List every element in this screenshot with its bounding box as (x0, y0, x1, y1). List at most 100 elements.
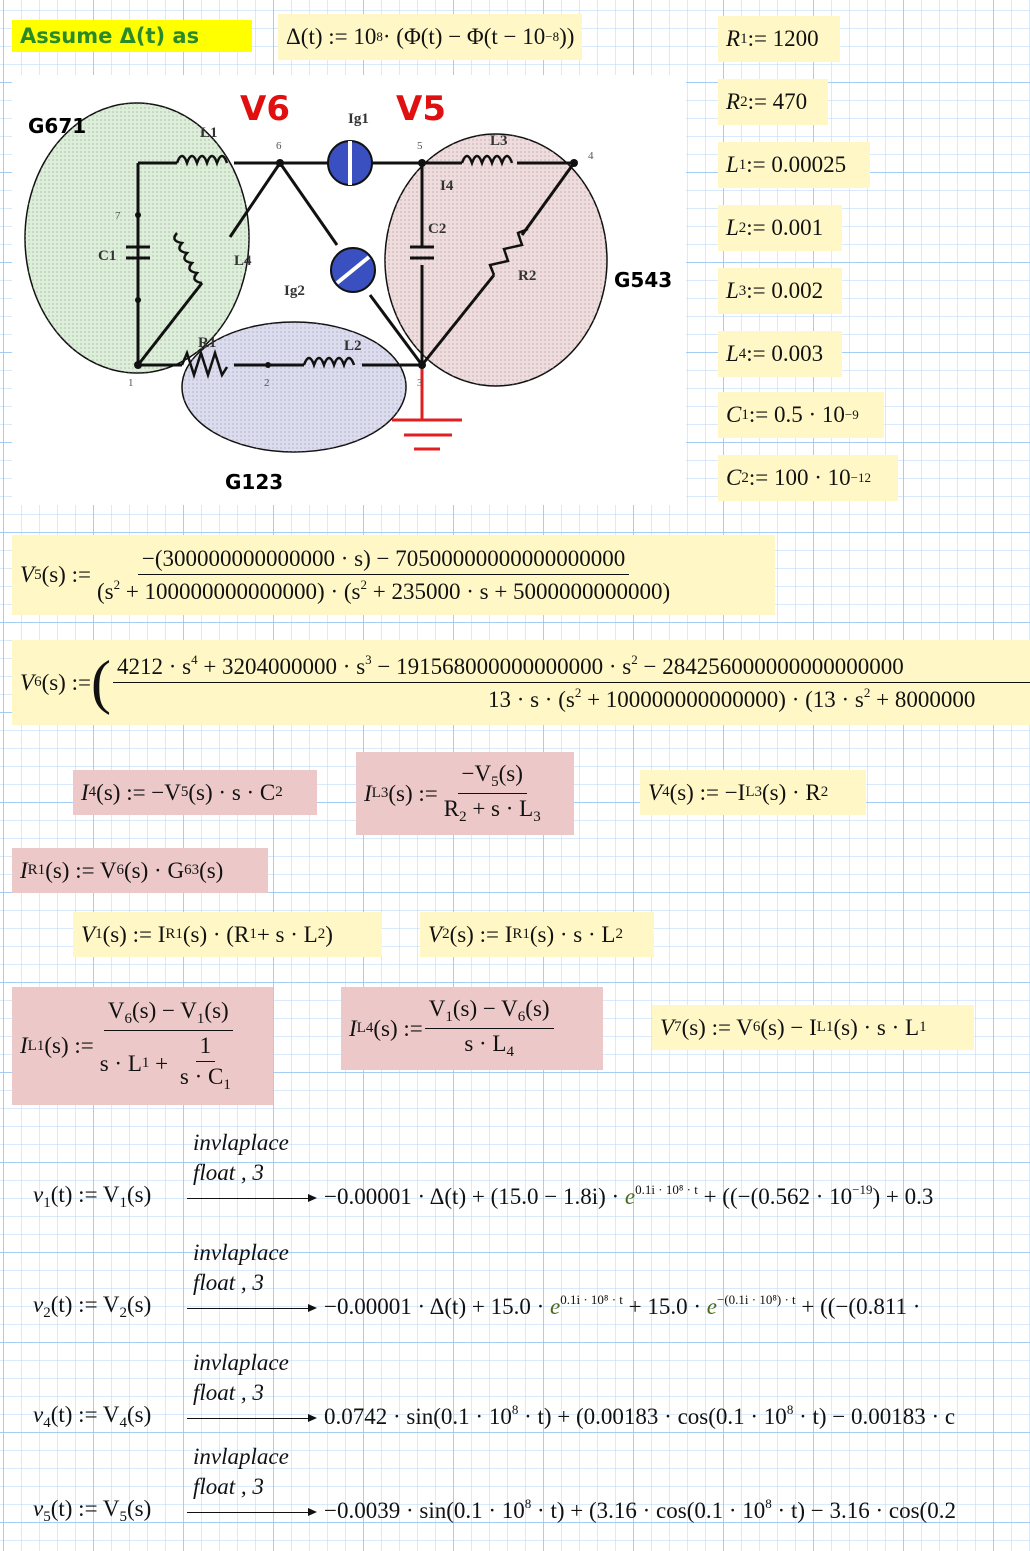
n: + 3204000000 · s (197, 654, 366, 679)
t: V (660, 1014, 675, 1040)
label-r2: R2 (518, 268, 536, 284)
exp: 2 (863, 685, 871, 700)
result-rhs: 0.0742 · sin(0.1 · 108 · t) + (0.00183 ·… (324, 1402, 955, 1430)
label-l1: L1 (200, 125, 218, 141)
label-c2: C2 (428, 221, 446, 237)
sub: 6 (752, 1019, 761, 1035)
symbolic-arrow-icon (187, 1304, 317, 1312)
t: + s · L (256, 921, 318, 947)
t: V (81, 921, 96, 947)
t: · t) + (3.16 · cos(0.1 · 10 (531, 1498, 766, 1523)
t: (s) := I (449, 921, 513, 947)
t: + s · L (466, 796, 534, 821)
d: + 8000000 (870, 687, 976, 712)
exp: 8 (376, 29, 383, 44)
sub: 2 (740, 93, 748, 110)
symbolic-arrow-icon (187, 1194, 317, 1202)
label-g671: G671 (28, 114, 86, 138)
d: (s (96, 578, 114, 604)
sub: 4 (506, 1044, 514, 1060)
param-value: := 0.003 (746, 341, 824, 366)
param-value: := 0.001 (746, 215, 824, 240)
t: (s) · R (762, 779, 821, 805)
v: V (20, 562, 35, 587)
exp: 2 (574, 685, 582, 700)
sub: 1 (741, 406, 749, 423)
t: s · L (464, 1031, 507, 1056)
t: (t) := V (50, 1402, 120, 1427)
t: −0.0039 · sin(0.1 · 10 (324, 1498, 525, 1523)
label-g543: G543 (614, 268, 672, 292)
node-2: 2 (264, 377, 270, 389)
t: · t) − 0.00183 · c (793, 1404, 956, 1429)
param-name: R (726, 26, 741, 51)
t: V (428, 996, 446, 1021)
invlaplace-keyword: invlaplace (193, 1350, 289, 1375)
exp: 8 (511, 1402, 519, 1417)
t: (s) (204, 998, 229, 1023)
symbolic-arrow-icon (187, 1414, 317, 1422)
result-lhs: v4(t) := V4(s) (33, 1402, 151, 1432)
sub: 5 (491, 774, 499, 790)
sub: 4 (119, 1415, 127, 1431)
n: 4212 · s (116, 654, 192, 679)
node-7: 7 (115, 210, 121, 222)
label-c1: C1 (98, 248, 116, 264)
param-name: C (726, 465, 742, 490)
param-value: := 470 (747, 89, 808, 114)
t: (s) (525, 996, 550, 1021)
sub: L1 (816, 1019, 834, 1035)
sub: L3 (371, 785, 389, 801)
sub: 1 (119, 1195, 127, 1211)
node-5: 5 (417, 140, 423, 152)
label-g123: G123 (225, 470, 283, 494)
t: (s) · (R (182, 921, 250, 947)
t: −V (461, 761, 492, 786)
exp: 8 (786, 1402, 794, 1417)
t: v (33, 1182, 44, 1207)
t: (s) · s · L (833, 1014, 920, 1040)
exp: 0.1i · 10⁸ · t (560, 1292, 623, 1307)
param-value: := 0.002 (746, 278, 824, 303)
label-ig2: Ig2 (284, 283, 305, 299)
exp: −(0.1i · 10⁸) · t (717, 1292, 796, 1307)
sub: R1 (27, 862, 46, 878)
exp: 3 (365, 652, 372, 667)
t: (s) (126, 1402, 152, 1427)
t: + (149, 1050, 174, 1076)
t: (s) := (388, 780, 438, 806)
exp: 2 (631, 652, 638, 667)
sub: 1 (249, 926, 257, 942)
sub: 2 (738, 219, 747, 236)
symbolic-arrow-icon (187, 1508, 317, 1516)
sub: 5 (119, 1509, 127, 1525)
n: − 191568000000000000 · s (371, 654, 632, 679)
t: · t) + (0.00183 · cos(0.1 · 10 (518, 1404, 787, 1429)
param-name: L (726, 278, 739, 303)
sub: 4 (88, 784, 97, 800)
sub: 2 (317, 926, 326, 942)
exp: 0.1i · 10⁸ · t (635, 1182, 698, 1197)
label-v5: V5 (396, 89, 446, 129)
t: v (33, 1496, 44, 1521)
